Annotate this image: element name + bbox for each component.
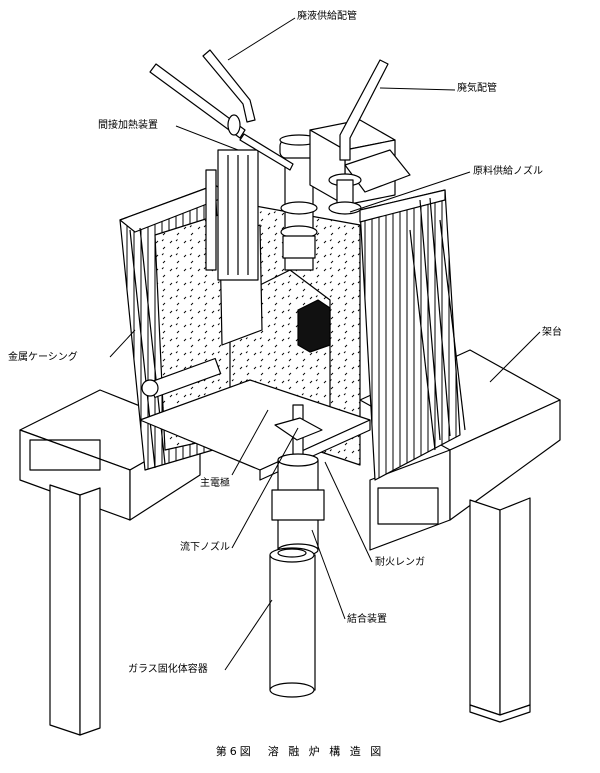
leader-glass-container	[224, 599, 273, 671]
leader-coupling	[311, 529, 346, 620]
leader-feed-nozzle	[349, 171, 471, 213]
leader-refractory	[324, 461, 373, 563]
leader-flow-down	[231, 427, 299, 549]
leader-indirect-heater	[175, 125, 239, 151]
leader-exhaust	[379, 87, 456, 91]
figure-caption: 第6図 溶 融 炉 構 造 図	[215, 745, 385, 758]
label-metal-casing: 金属ケーシング	[8, 352, 78, 363]
label-coupling-device: 結合装置	[347, 614, 387, 625]
label-main-electrode: 主電極	[200, 478, 230, 489]
furnace-drawing	[19, 17, 561, 736]
central-column	[149, 49, 411, 698]
label-frame: 架台	[542, 327, 562, 338]
leader-frame	[489, 331, 541, 383]
label-flow-down-nozzle: 流下ノズル	[180, 542, 230, 553]
leader-main-electrode	[231, 409, 269, 476]
refractory-body	[139, 204, 371, 481]
leader-lines	[109, 17, 541, 671]
label-feed-nozzle: 原料供給ノズル	[473, 166, 543, 177]
label-indirect-heater: 間接加熱装置	[98, 120, 158, 131]
label-waste-liquid-pipe: 廃液供給配管	[297, 11, 357, 22]
label-glass-container: ガラス固化体容器	[128, 664, 208, 675]
leader-waste-liquid	[227, 17, 296, 61]
label-refractory-brick: 耐火レンガ	[375, 557, 425, 568]
label-exhaust-pipe: 廃気配管	[457, 83, 497, 94]
leader-metal-casing	[109, 329, 136, 358]
